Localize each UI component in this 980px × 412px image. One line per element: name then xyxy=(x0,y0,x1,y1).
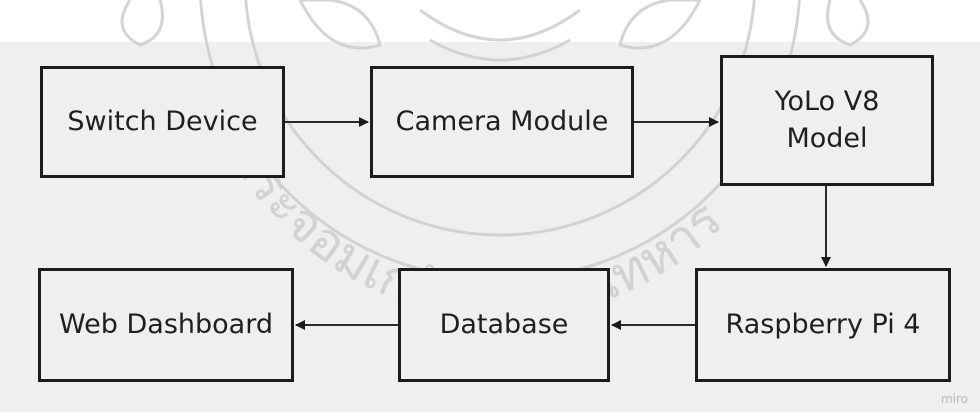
node-switch-device: Switch Device xyxy=(40,66,285,178)
node-raspberry-pi-4: Raspberry Pi 4 xyxy=(695,268,951,382)
miro-brand-label: miro xyxy=(940,392,968,406)
node-web-dashboard: Web Dashboard xyxy=(38,268,294,382)
node-camera-module: Camera Module xyxy=(370,66,634,178)
node-yolo-v8-model: YoLo V8 Model xyxy=(720,55,934,186)
node-database: Database xyxy=(398,268,610,382)
